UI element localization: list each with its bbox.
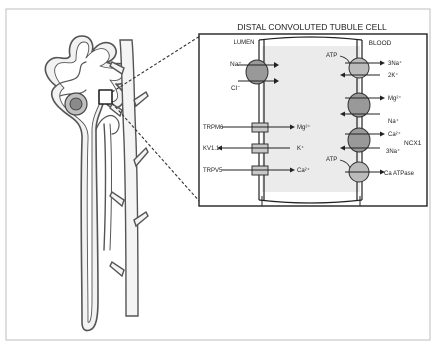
nephron <box>45 36 129 331</box>
trpm6-label: TRPM6 <box>203 125 224 131</box>
ncx-ca-label: Ca²⁺ <box>388 131 401 138</box>
dct-highlight-box <box>99 90 112 104</box>
ncx-na-label: 3Na⁺ <box>386 148 400 155</box>
blood-label: BLOOD <box>369 40 392 47</box>
ncc-na-label: Na⁺ <box>230 61 242 68</box>
atp-label-2: ATP <box>326 157 337 163</box>
na-out-label: 3Na⁺ <box>388 60 402 67</box>
ncx1-label: NCX1 <box>404 140 422 147</box>
ca-atpase-label: Ca ATPase <box>384 171 415 177</box>
k-in-label: 2K⁺ <box>388 72 399 79</box>
na-in-label: Na⁺ <box>388 118 399 125</box>
diagram-title: DISTAL CONVOLUTED TUBULE CELL <box>237 22 387 32</box>
kv11-ion: K⁺ <box>297 145 304 152</box>
ncc-cl-label: Cl⁻ <box>231 85 241 92</box>
trpm6-ion: Mg²⁺ <box>297 124 311 131</box>
atp-label-1: ATP <box>326 53 337 59</box>
mg-out-label: Mg²⁺ <box>388 95 402 102</box>
lumen-label: LUMEN <box>233 40 254 46</box>
trpv5-label: TRPV5 <box>203 168 223 174</box>
kv11-label: KV1.1 <box>203 146 220 152</box>
trpv5-ion: Ca²⁺ <box>297 167 310 174</box>
